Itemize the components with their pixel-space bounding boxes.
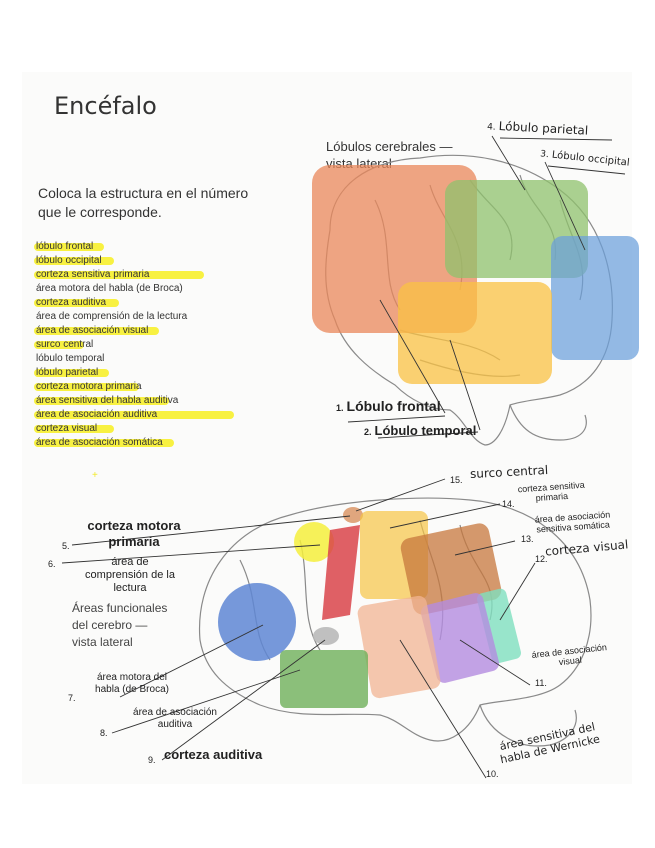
label-7-broca: área motora del habla (de Broca) <box>72 672 192 696</box>
area-auditiva <box>313 627 339 645</box>
label-8-asociacion-auditiva: área de asociación auditiva <box>120 707 230 731</box>
num-5: 5. <box>62 540 70 553</box>
lobe-temporal-region <box>398 282 552 384</box>
num-13: 13. <box>521 533 534 546</box>
label-2-lobulo-temporal: 2.Lóbulo temporal <box>364 424 476 439</box>
num-9: 9. <box>148 754 156 767</box>
area-asociacion-auditiva <box>280 650 368 708</box>
area-broca <box>218 583 296 661</box>
num-6: 6. <box>48 558 56 571</box>
lobe-occipital-region <box>551 236 639 360</box>
label-6-comprension-lectura: área de comprensión de la lectura <box>70 556 190 595</box>
areas-subtitle: Áreas funcionales del cerebro — vista la… <box>72 600 167 651</box>
num-15: 15. <box>450 474 463 487</box>
num-12: 12. <box>535 553 548 566</box>
label-9-corteza-auditiva: corteza auditiva <box>164 748 262 761</box>
num-10: 10. <box>486 768 499 781</box>
num-7: 7. <box>68 692 76 705</box>
label-1-lobulo-frontal: 1.Lóbulo frontal <box>336 400 441 415</box>
num-14: 14. <box>502 498 515 511</box>
num-8: 8. <box>100 727 108 740</box>
num-11: 11. <box>535 677 547 690</box>
label-5-corteza-motora-primaria: corteza motora primaria <box>74 518 194 550</box>
